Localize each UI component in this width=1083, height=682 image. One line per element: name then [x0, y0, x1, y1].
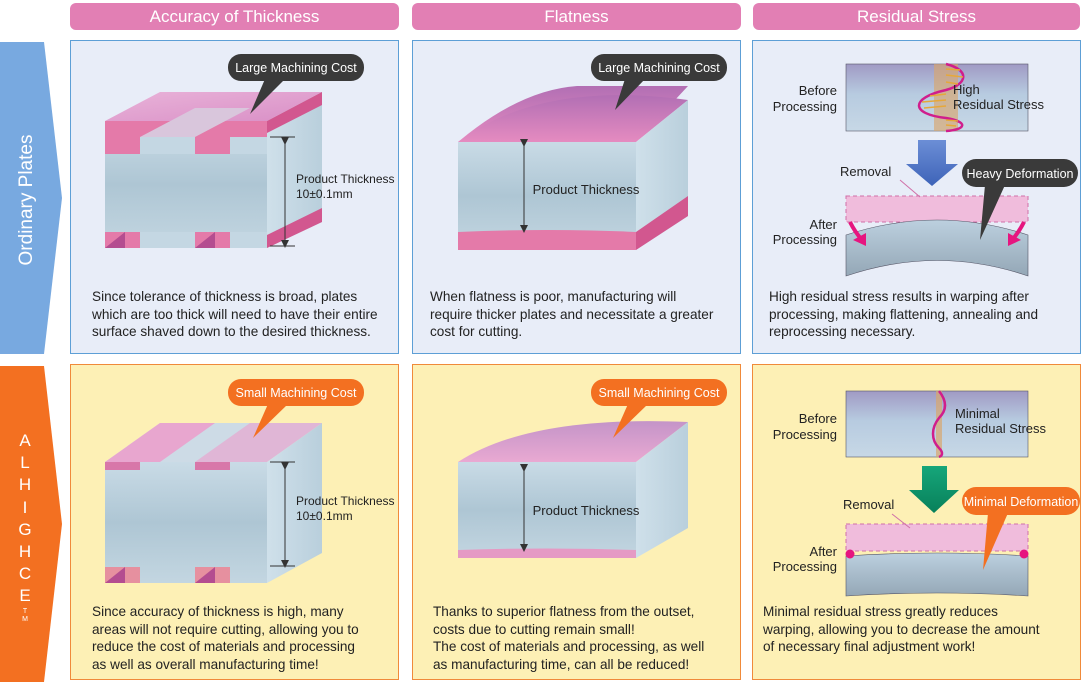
caption-line: Minimal residual stress greatly reduces — [763, 604, 998, 619]
high-stress-a: High — [953, 82, 980, 97]
alhighce-letter: A — [19, 431, 31, 450]
after-processing-2b: Processing — [773, 559, 837, 574]
callout-small-cost-1-text: Small Machining Cost — [236, 386, 357, 400]
caption-line: areas will not require cutting, allowing… — [92, 621, 359, 637]
caption-line: processing, making flattening, annealing… — [769, 306, 1039, 322]
caption-line: reduce the cost of materials and process… — [92, 639, 355, 654]
caption-line: require thicker plates and necessitate a… — [430, 306, 714, 322]
alhighce-letter: I — [22, 497, 28, 517]
minimal-stress-a: Minimal — [955, 406, 1000, 421]
alhighce-letter: H — [18, 475, 32, 495]
caption-line: costs due to cutting remain small! — [433, 621, 635, 637]
alhighce-letter: H — [18, 542, 32, 562]
product-thickness-label-1: Product Thickness — [296, 172, 395, 186]
alhighce-letter: G — [18, 519, 32, 539]
product-thickness-label-4: Product Thickness — [533, 503, 640, 518]
ordinary-stress-diagram — [845, 62, 1029, 277]
after-processing-1b: Processing — [773, 232, 837, 247]
callout-large-cost-1 — [228, 54, 364, 114]
caption-line: High residual stress results in warping … — [769, 289, 1029, 304]
callout-large-cost-2 — [591, 54, 727, 110]
after-processing-1a: After — [810, 217, 838, 232]
caption-alhighce-flatness: Thanks to superior flatness from the out… — [433, 603, 704, 673]
caption-line: The cost of materials and processing, as… — [433, 639, 705, 654]
caption-line: warping, allowing you to decrease the am… — [763, 621, 1040, 637]
trademark-mark: TM — [22, 607, 28, 623]
caption-alhighce-stress: Minimal residual stress greatly reduces … — [763, 603, 1040, 656]
column-header-flatness: Flatness — [412, 3, 741, 30]
before-processing-2b: Processing — [773, 427, 837, 442]
callout-minimal-deformation-text: Minimal Deformation — [964, 495, 1079, 509]
high-stress-b: Residual Stress — [953, 97, 1045, 112]
column-header-stress: Residual Stress — [753, 3, 1080, 30]
caption-line: surface shaved down to the desired thick… — [92, 324, 371, 339]
row-label-arrows — [0, 42, 62, 682]
ordinary-flatness-block — [458, 86, 688, 250]
alhighce-flatness-block — [458, 421, 688, 558]
caption-alhighce-thickness: Since accuracy of thickness is high, man… — [92, 603, 359, 673]
column-header-thickness: Accuracy of Thickness — [70, 3, 399, 30]
caption-line: which are too thick will need to have th… — [92, 306, 378, 322]
before-processing-1b: Processing — [773, 99, 837, 114]
caption-line: as well as overall manufacturing time! — [92, 656, 319, 672]
callout-large-cost-2-text: Large Machining Cost — [598, 61, 720, 75]
caption-ordinary-stress: High residual stress results in warping … — [769, 288, 1038, 341]
callout-large-cost-1-text: Large Machining Cost — [235, 61, 357, 75]
before-processing-2a: Before — [799, 411, 837, 426]
caption-line: Thanks to superior flatness from the out… — [433, 604, 695, 619]
thickness-value-1: 10±0.1mm — [296, 187, 353, 201]
caption-line: of necessary final adjustment work! — [763, 639, 976, 654]
callout-small-cost-2 — [591, 379, 727, 438]
thickness-value-2: 10±0.1mm — [296, 509, 353, 523]
callout-small-cost-2-text: Small Machining Cost — [599, 386, 720, 400]
caption-line: Since tolerance of thickness is broad, p… — [92, 289, 358, 304]
caption-line: reprocessing necessary. — [769, 324, 916, 339]
after-processing-2a: After — [810, 544, 838, 559]
callout-minimal-deformation — [962, 487, 1080, 570]
alhighce-letter: L — [20, 453, 30, 473]
caption-ordinary-flatness: When flatness is poor, manufacturing wil… — [430, 288, 713, 341]
minimal-stress-b: Residual Stress — [955, 421, 1047, 436]
caption-ordinary-thickness: Since tolerance of thickness is broad, p… — [92, 288, 378, 341]
alhighce-letter: C — [18, 564, 32, 584]
caption-line: When flatness is poor, manufacturing wil… — [430, 289, 677, 304]
caption-line: cost for cutting. — [430, 324, 523, 339]
alhighce-thickness-block — [105, 423, 322, 583]
callout-small-cost-1 — [228, 379, 364, 438]
alhighce-row-arrow — [0, 366, 62, 682]
removal-1: Removal — [840, 164, 891, 179]
product-thickness-label-2: Product Thickness — [296, 494, 395, 508]
callout-heavy-deformation-text: Heavy Deformation — [967, 167, 1074, 181]
ordinary-thickness-block — [105, 92, 322, 248]
callout-heavy-deformation — [962, 159, 1078, 240]
caption-line: Since accuracy of thickness is high, man… — [92, 604, 344, 619]
before-processing-1a: Before — [799, 83, 837, 98]
alhighce-letter: E — [19, 586, 31, 606]
alhighce-stress-diagram — [845, 390, 1029, 597]
product-thickness-label-3: Product Thickness — [533, 182, 640, 197]
ordinary-row-arrow — [0, 42, 62, 354]
removal-2: Removal — [843, 497, 894, 512]
caption-line: as manufacturing time, can all be reduce… — [433, 656, 690, 672]
